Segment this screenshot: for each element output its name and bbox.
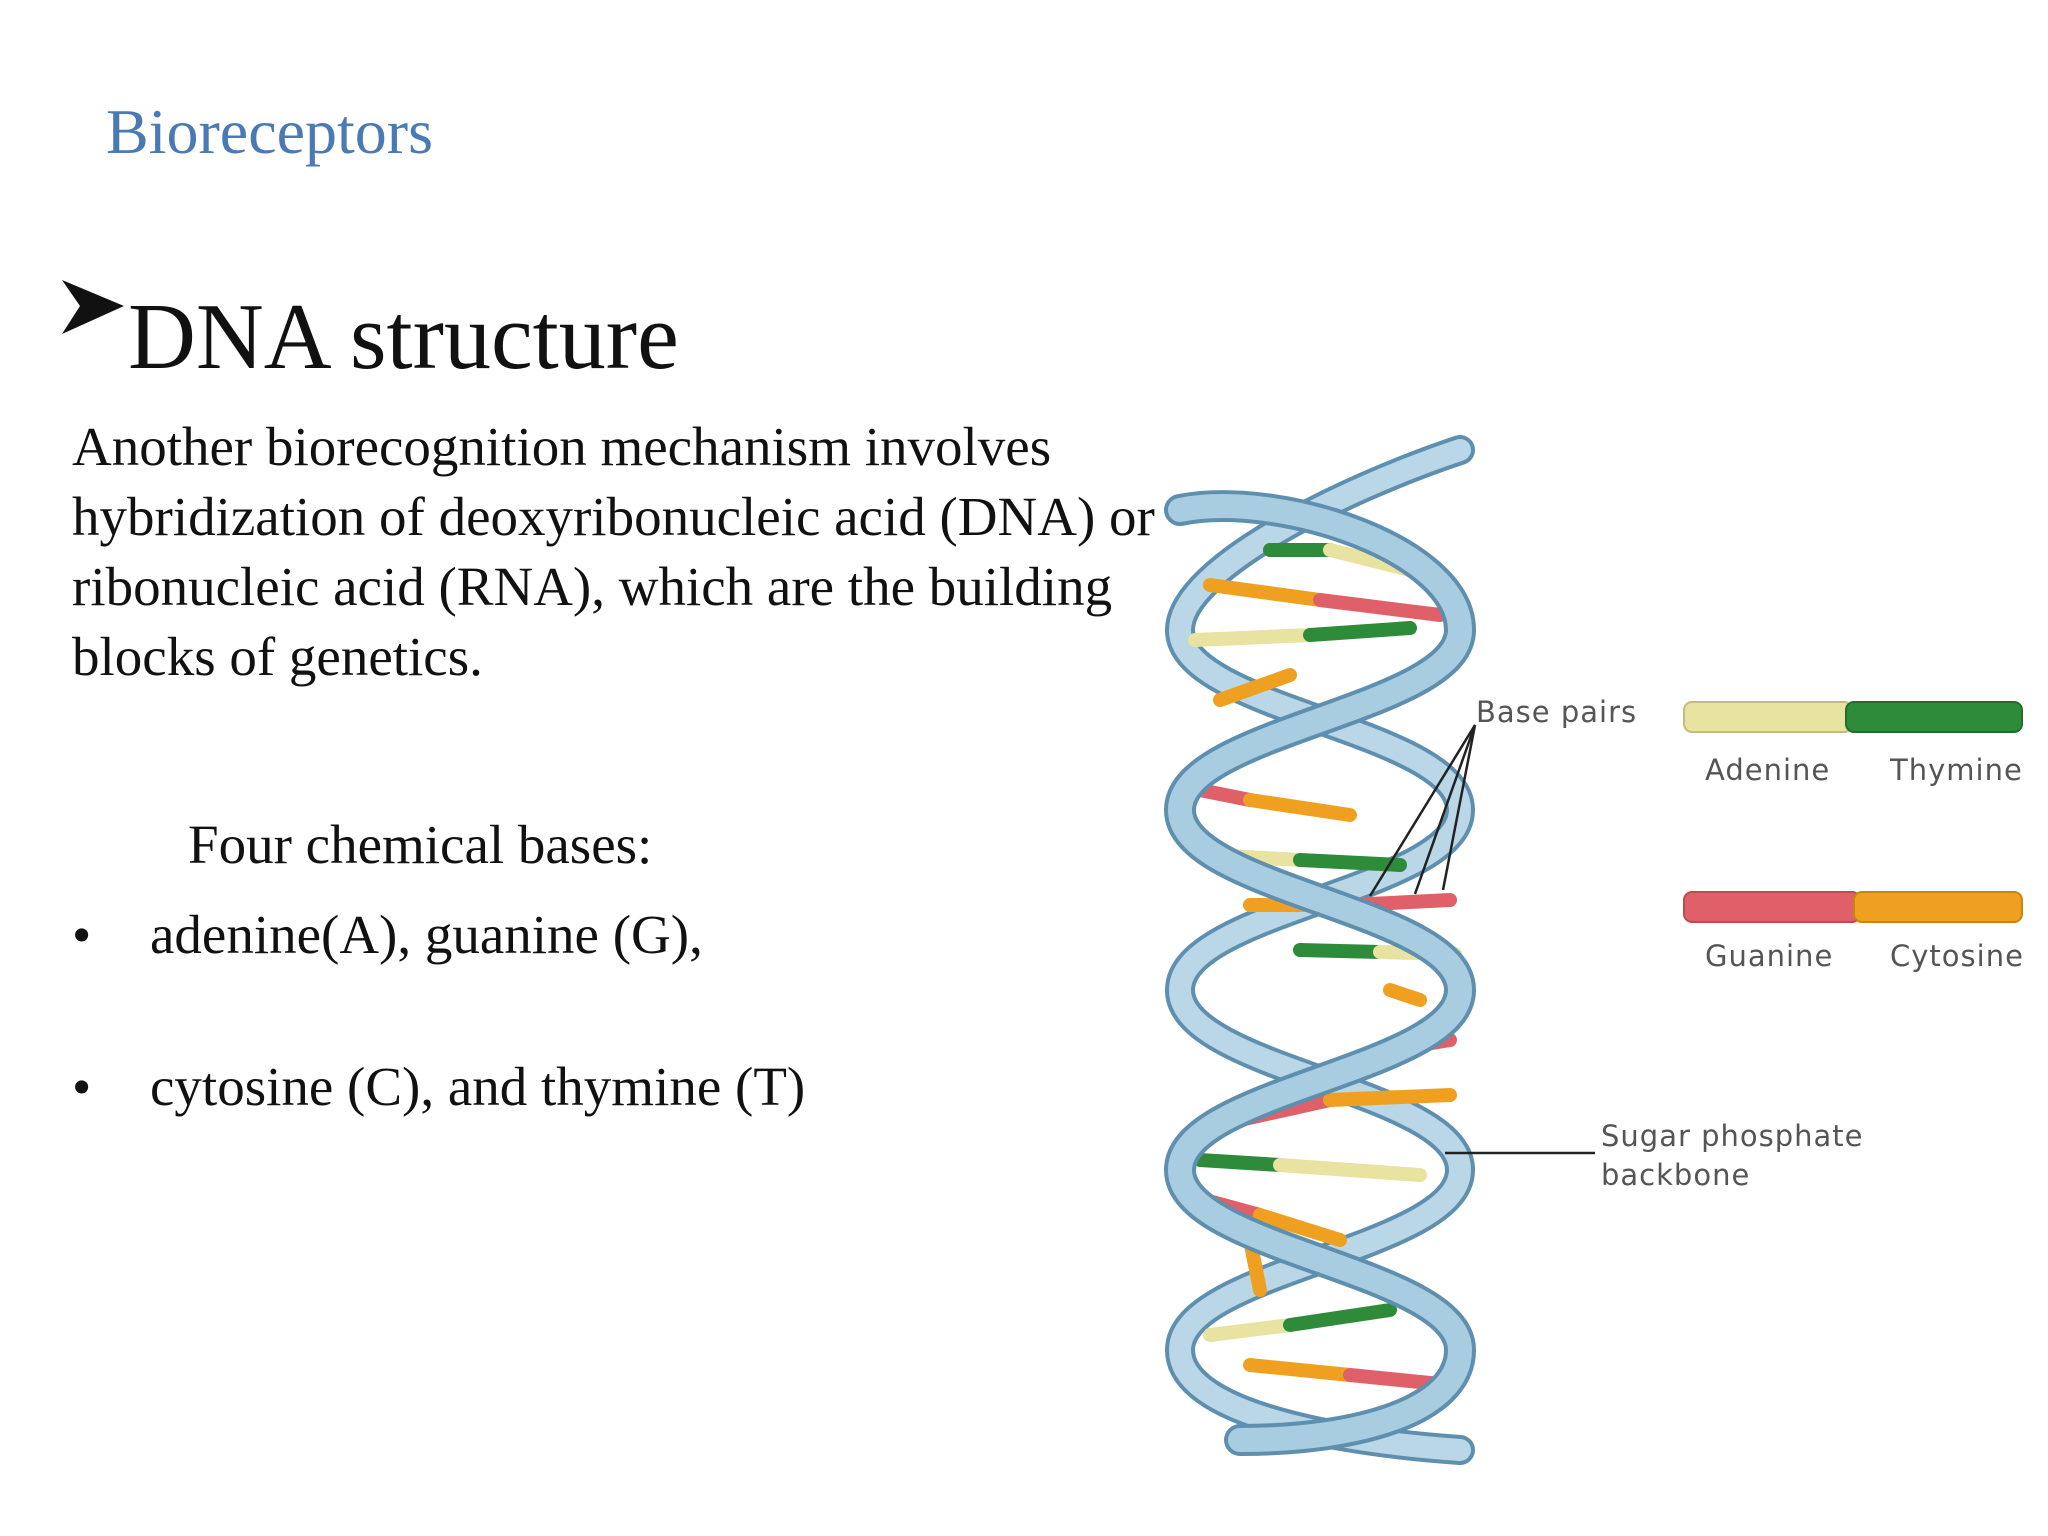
guanine-label: Guanine (1705, 939, 1833, 973)
legend-guanine-cytosine: Guanine Cytosine (1683, 891, 2024, 973)
arrow-bullet-icon (62, 280, 124, 334)
cytosine-swatch (1853, 891, 2023, 923)
adenine-swatch (1683, 701, 1853, 733)
list-item: • adenine(A), guanine (G), (72, 900, 805, 970)
list-item-text: cytosine (C), and thymine (T) (150, 1056, 806, 1117)
bullet-dot-icon: • (72, 1056, 92, 1117)
helix-illustration (1163, 435, 1477, 1465)
list-item: • cytosine (C), and thymine (T) (72, 1052, 805, 1122)
base-pair-rungs (1188, 543, 1462, 1392)
slide-title: Bioreceptors (106, 96, 433, 167)
list-item-text: adenine(A), guanine (G), (150, 904, 703, 965)
guanine-swatch (1683, 891, 1861, 923)
cytosine-label: Cytosine (1890, 939, 2024, 973)
bases-subheading: Four chemical bases: (188, 814, 653, 875)
callout-lines (1368, 724, 1595, 1155)
legend-adenine-thymine: Adenine Thymine (1683, 701, 2023, 787)
bullet-dot-icon: • (72, 904, 92, 965)
thymine-swatch (1845, 701, 2023, 733)
backbone-label-line1: Sugar phosphate (1601, 1119, 1864, 1153)
thymine-label: Thymine (1889, 753, 2023, 787)
base-pairs-label: Base pairs (1476, 695, 1637, 729)
heading-text: DNA structure (128, 285, 679, 389)
backbone-label-line2: backbone (1601, 1158, 1750, 1192)
section-heading: DNA structure (58, 272, 679, 384)
bases-list: • adenine(A), guanine (G), • cytosine (C),… (72, 900, 805, 1122)
adenine-label: Adenine (1705, 753, 1830, 787)
dna-diagram: Base pairs Sugar phosphate backbone Aden… (1163, 435, 2024, 1465)
description-paragraph: Another biorecognition mechanism involve… (72, 416, 1155, 687)
